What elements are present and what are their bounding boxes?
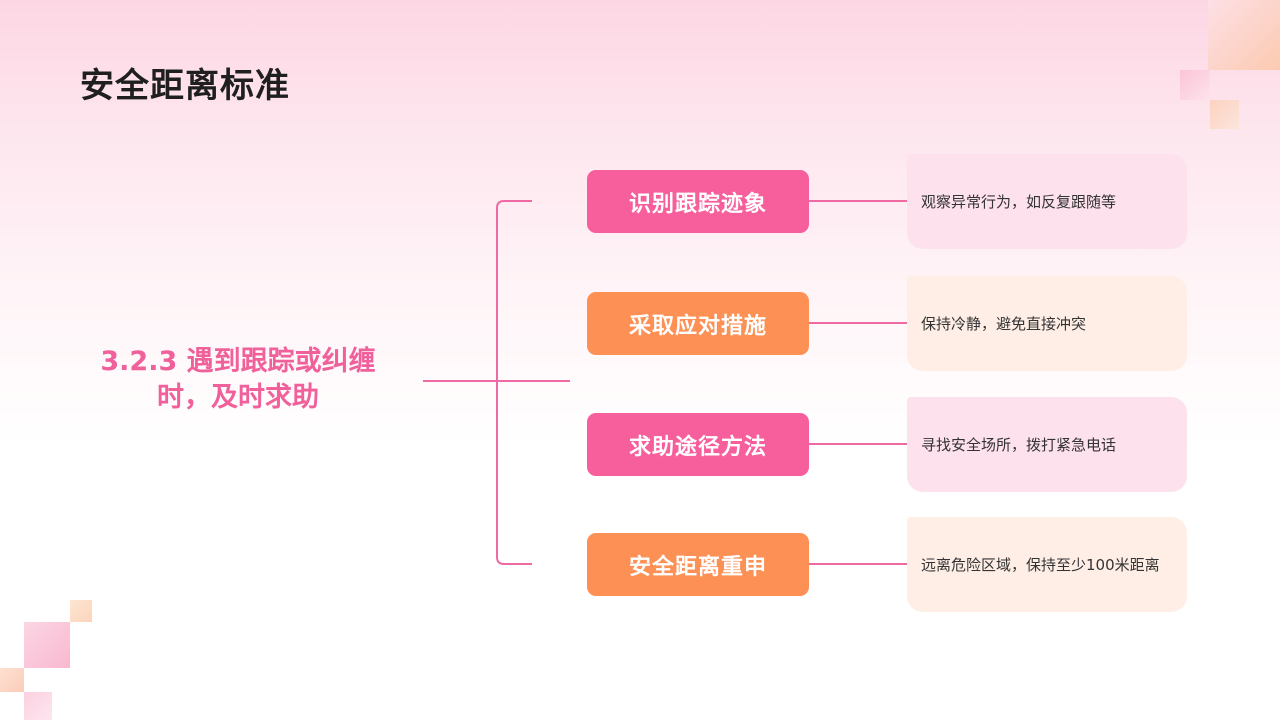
branch-3-node: 求助途径方法 bbox=[587, 413, 809, 476]
decor-square-bottom-left-corner bbox=[24, 692, 52, 720]
branch-1-description: 观察异常行为，如反复跟随等 bbox=[907, 154, 1187, 249]
root-topic: 3.2.3 遇到跟踪或纠缠 时，及时求助 bbox=[60, 344, 416, 417]
decor-square-bottom-left-orange bbox=[70, 600, 92, 622]
branch-2-description: 保持冷静，避免直接冲突 bbox=[907, 276, 1187, 371]
root-topic-line-2: 时，及时求助 bbox=[157, 382, 319, 414]
decor-square-top-right-small bbox=[1180, 70, 1210, 100]
decor-square-bottom-left-small bbox=[0, 668, 24, 692]
root-topic-line-1: 3.2.3 遇到跟踪或纠缠 bbox=[100, 346, 376, 377]
branch-2-node: 采取应对措施 bbox=[587, 292, 809, 355]
branch-1-node: 识别跟踪迹象 bbox=[587, 170, 809, 233]
bracket bbox=[496, 200, 532, 565]
decor-square-bottom-left-large bbox=[24, 622, 70, 668]
branch-3-description: 寻找安全场所，拨打紧急电话 bbox=[907, 397, 1187, 492]
decor-square-top-right-orange bbox=[1210, 100, 1239, 129]
branch-4-description: 远离危险区域，保持至少100米距离 bbox=[907, 517, 1187, 612]
decor-square-top-right bbox=[1208, 0, 1280, 70]
branch-4-node: 安全距离重申 bbox=[587, 533, 809, 596]
page-title: 安全距离标准 bbox=[80, 66, 290, 106]
